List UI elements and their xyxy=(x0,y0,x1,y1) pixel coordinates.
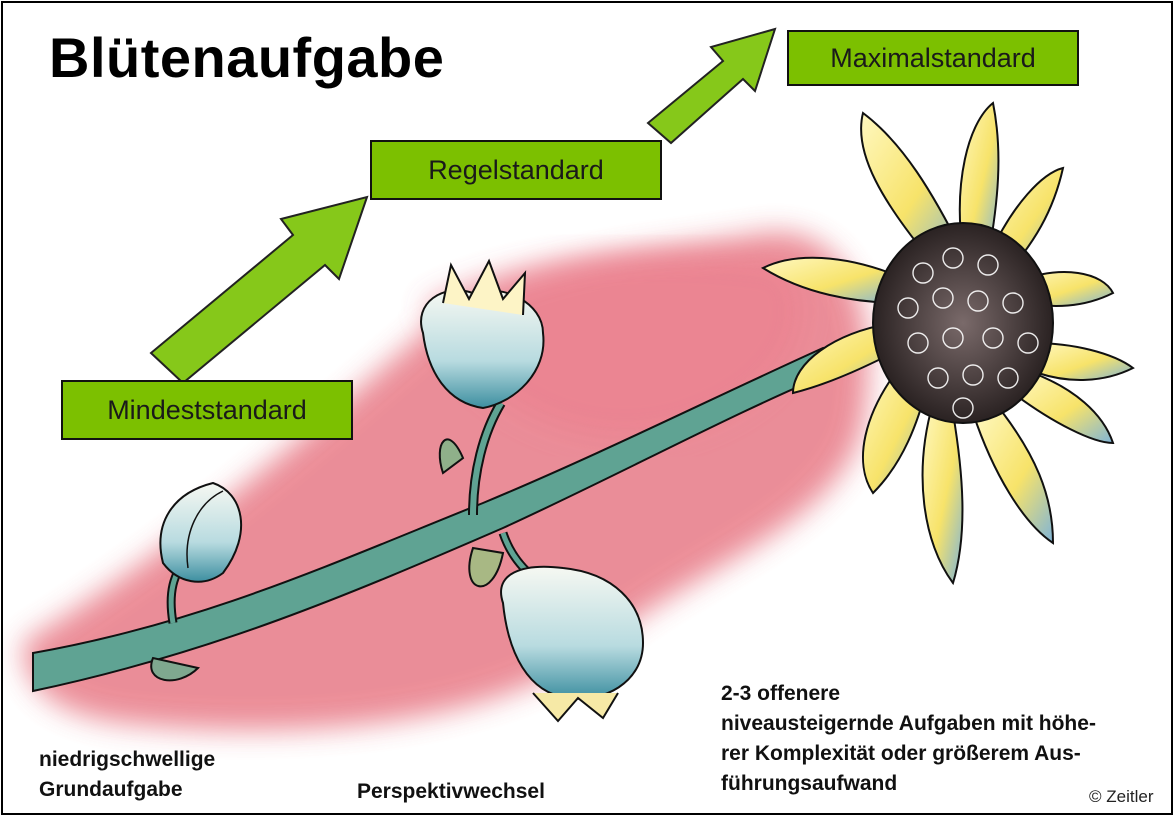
caption-basic-task: niedrigschwellige Grundaufgabe xyxy=(39,745,279,805)
caption-open-line3: rer Komplexität oder größerem Aus- xyxy=(721,739,1173,769)
copyright-note: © Zeitler xyxy=(1089,787,1153,807)
level-mindeststandard: Mindeststandard xyxy=(61,380,353,440)
page-title: Blütenaufgabe xyxy=(49,25,444,90)
caption-perspective: Perspektivwechsel xyxy=(357,777,545,807)
caption-basic-line2: Grundaufgabe xyxy=(39,775,279,805)
caption-open-line2: niveausteigernde Aufgaben mit höhe- xyxy=(721,709,1173,739)
level-regelstandard: Regelstandard xyxy=(370,140,662,200)
sunflower-center xyxy=(873,223,1053,423)
caption-basic-line1: niedrigschwellige xyxy=(39,745,279,775)
arrow-to-maximalstandard xyxy=(648,29,775,143)
caption-open-line1: 2-3 offenere xyxy=(721,679,1173,709)
level-maximalstandard: Maximalstandard xyxy=(787,30,1079,86)
arrow-to-regelstandard xyxy=(151,197,367,383)
caption-open-tasks: 2-3 offenere niveausteigernde Aufgaben m… xyxy=(721,679,1173,799)
